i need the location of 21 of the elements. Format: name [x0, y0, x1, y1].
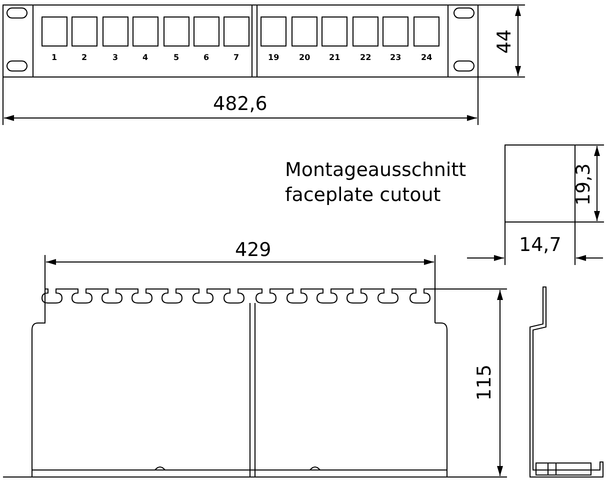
port-number: 24 [421, 54, 432, 62]
port-number: 3 [112, 54, 118, 62]
port-number: 1 [52, 54, 58, 62]
dimension-label: 115 [476, 364, 495, 400]
port-number: 19 [268, 54, 280, 62]
port-number: 2 [82, 54, 88, 62]
port-number: 21 [329, 54, 340, 62]
dimension-label: 44 [496, 28, 515, 54]
port-number: 7 [234, 54, 240, 62]
dimension-label: 19,3 [574, 162, 594, 206]
port-number: 4 [142, 54, 148, 62]
dimension-label: 429 [235, 240, 272, 260]
dimension-label: 14,7 [519, 236, 562, 254]
port-number: 23 [390, 54, 402, 62]
caption-text: faceplate cutout [285, 186, 441, 204]
port-number: 22 [360, 54, 372, 62]
port-number: 6 [204, 54, 210, 62]
dimension-label: 482,6 [213, 94, 268, 114]
port-number: 5 [174, 54, 180, 62]
port-number: 20 [299, 54, 310, 62]
caption-text: Montageausschnitt [285, 160, 466, 180]
